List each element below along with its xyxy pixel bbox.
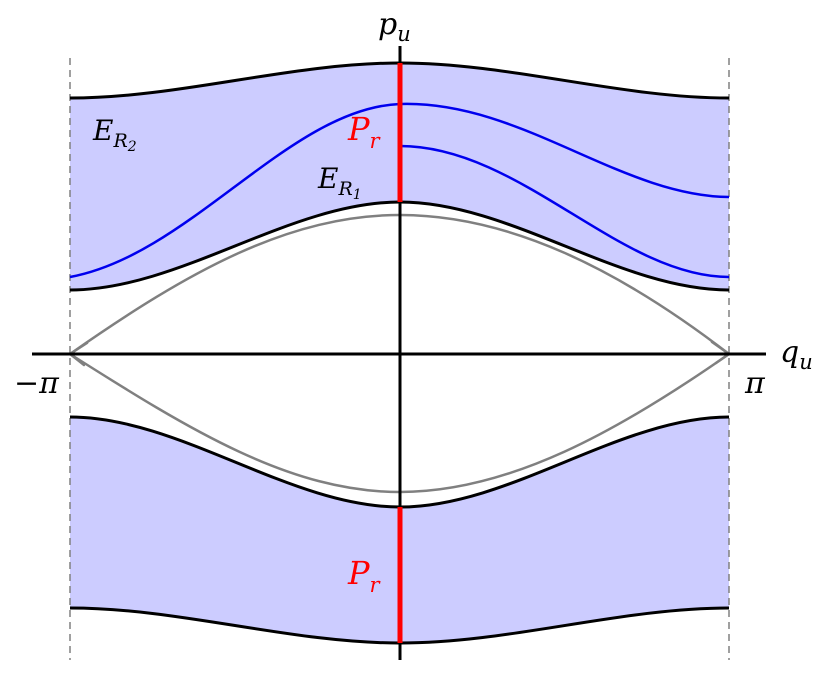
vertical-axis-label: pu (378, 7, 411, 46)
section-label-upper: Pr (347, 110, 382, 153)
section-label-lower: Pr (347, 554, 382, 597)
outer-region-label: ER2 (92, 114, 137, 155)
blue-trajectory-lower (399, 144, 730, 279)
left-tick-label: −π (14, 366, 60, 401)
inner-region-label: ER1 (317, 162, 362, 203)
horizontal-axis-label: qu (780, 335, 813, 374)
right-tick-label: π (744, 366, 766, 401)
